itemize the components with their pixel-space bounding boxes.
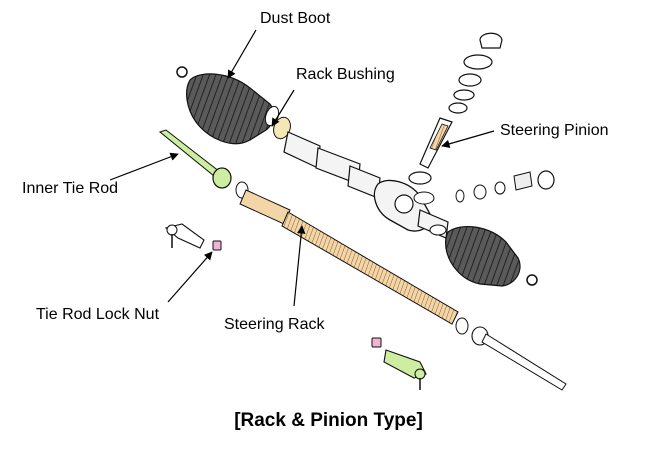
tie-rod-lock-nut-left [212,240,222,251]
label-tie-rod-lock-nut: Tie Rod Lock Nut [36,306,160,323]
dust-boot-right [445,225,538,287]
tie-rod-end-left [164,223,205,249]
rack-guide-parts [455,170,555,203]
arrow-rack-bushing [271,89,295,127]
arrow-inner-tie-rod [109,152,179,181]
tie-rod-lock-nut-right [371,337,382,348]
rack-housing [283,131,449,239]
tie-rod-end-right [383,349,427,390]
boot-clamp-left [176,66,188,78]
arrow-steering-rack [293,225,306,307]
inner-tie-rod-right [455,317,567,391]
label-steering-rack: Steering Rack [224,316,325,333]
diagram-caption: [Rack & Pinion Type] [234,410,423,431]
leader-lines [109,29,495,307]
steering-pinion-assembly [408,32,503,185]
arrow-steering-pinion [441,130,495,148]
label-rack-bushing: Rack Bushing [296,66,395,83]
label-dust-boot: Dust Boot [260,10,331,27]
boot-clamp-right [526,274,538,286]
dust-boot-left [176,66,280,145]
arrow-tie-rod-lock-nut [167,251,213,303]
arrow-dust-boot [227,29,257,79]
label-inner-tie-rod: Inner Tie Rod [22,180,119,197]
steering-rack [239,189,459,325]
label-steering-pinion: Steering Pinion [500,122,609,139]
inner-tie-rod-left [158,129,249,199]
